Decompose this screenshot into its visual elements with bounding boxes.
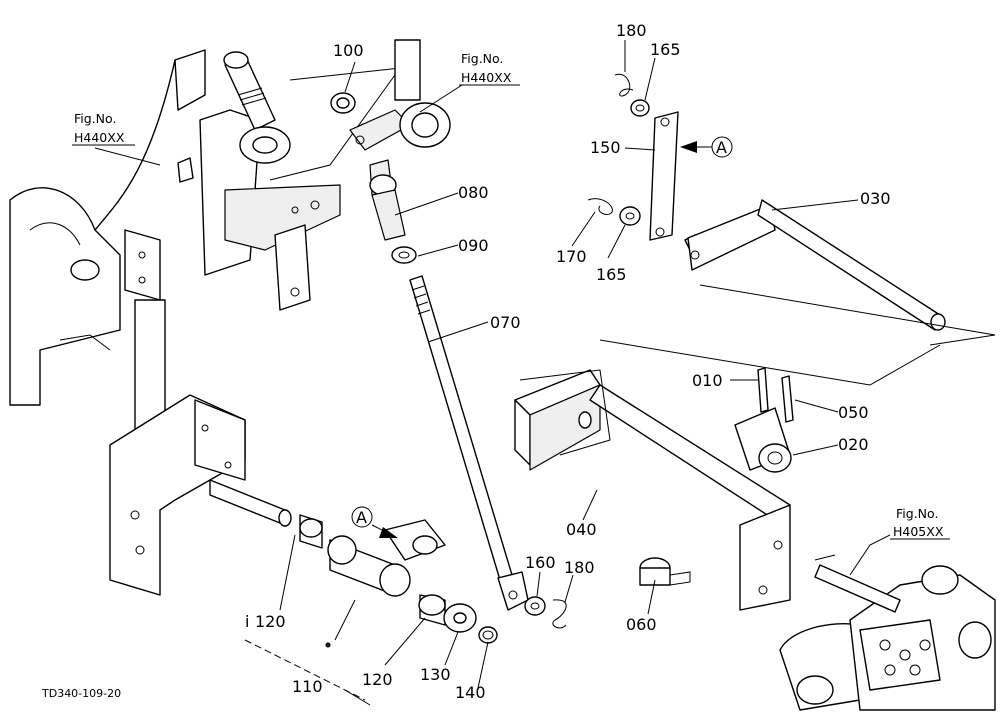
drawing-code: TD340-109-20	[41, 687, 121, 700]
callout-labels: 100 180 165 150 080 090 170 165 030 070 …	[245, 21, 891, 702]
callout-030: 030	[860, 189, 891, 208]
callout-150: 150	[590, 138, 621, 157]
callout-140: 140	[455, 683, 486, 702]
lower-shaft-assembly	[209, 479, 498, 644]
callout-120-left: 120	[255, 612, 286, 631]
svg-text:Fig.No.: Fig.No.	[461, 51, 503, 66]
callout-010: 010	[692, 371, 723, 390]
svg-text:A: A	[716, 138, 727, 157]
index-dot	[325, 642, 331, 648]
washer-160	[524, 596, 567, 629]
fig-ref-top-center: Fig.No. H440XX	[459, 51, 520, 86]
link-150-assembly	[587, 73, 701, 251]
callout-090: 090	[458, 236, 489, 255]
fig-ref-top-left: Fig.No. H440XX	[72, 111, 135, 146]
callout-100: 100	[333, 41, 364, 60]
svg-text:Fig.No.: Fig.No.	[896, 506, 938, 521]
callout-165-bottom: 165	[596, 265, 627, 284]
callout-110: 110	[292, 677, 323, 696]
callout-080: 080	[458, 183, 489, 202]
ref-mark-a-top: A	[711, 136, 733, 158]
callout-180-top: 180	[616, 21, 647, 40]
svg-text:H440XX: H440XX	[461, 70, 512, 85]
ball-joint-080	[369, 159, 417, 264]
yoke-assembly	[330, 39, 451, 151]
index-mark: i	[245, 612, 249, 631]
svg-text:A: A	[356, 508, 367, 527]
bracket-040	[514, 369, 791, 611]
svg-text:H440XX: H440XX	[74, 130, 125, 145]
upper-pin-assembly	[223, 51, 402, 181]
leader-lines	[94, 40, 891, 706]
callout-130: 130	[420, 665, 451, 684]
callout-170: 170	[556, 247, 587, 266]
callout-060: 060	[626, 615, 657, 634]
hydraulic-valve	[779, 554, 996, 711]
callout-040: 040	[566, 520, 597, 539]
bolt-060	[639, 557, 691, 586]
callout-120-bottom: 120	[362, 670, 393, 689]
callout-160: 160	[525, 553, 556, 572]
collar-020	[734, 367, 794, 473]
callout-165-top: 165	[650, 40, 681, 59]
callout-180-bottom: 180	[564, 558, 595, 577]
ref-mark-a-bottom: A	[351, 506, 373, 528]
shaft-030	[599, 199, 996, 386]
svg-text:H405XX: H405XX	[893, 524, 944, 539]
callout-070: 070	[490, 313, 521, 332]
callout-020: 020	[838, 435, 869, 454]
callout-050: 050	[838, 403, 869, 422]
svg-text:Fig.No.: Fig.No.	[74, 111, 116, 126]
fig-ref-bottom-right: Fig.No. H405XX	[890, 506, 950, 540]
